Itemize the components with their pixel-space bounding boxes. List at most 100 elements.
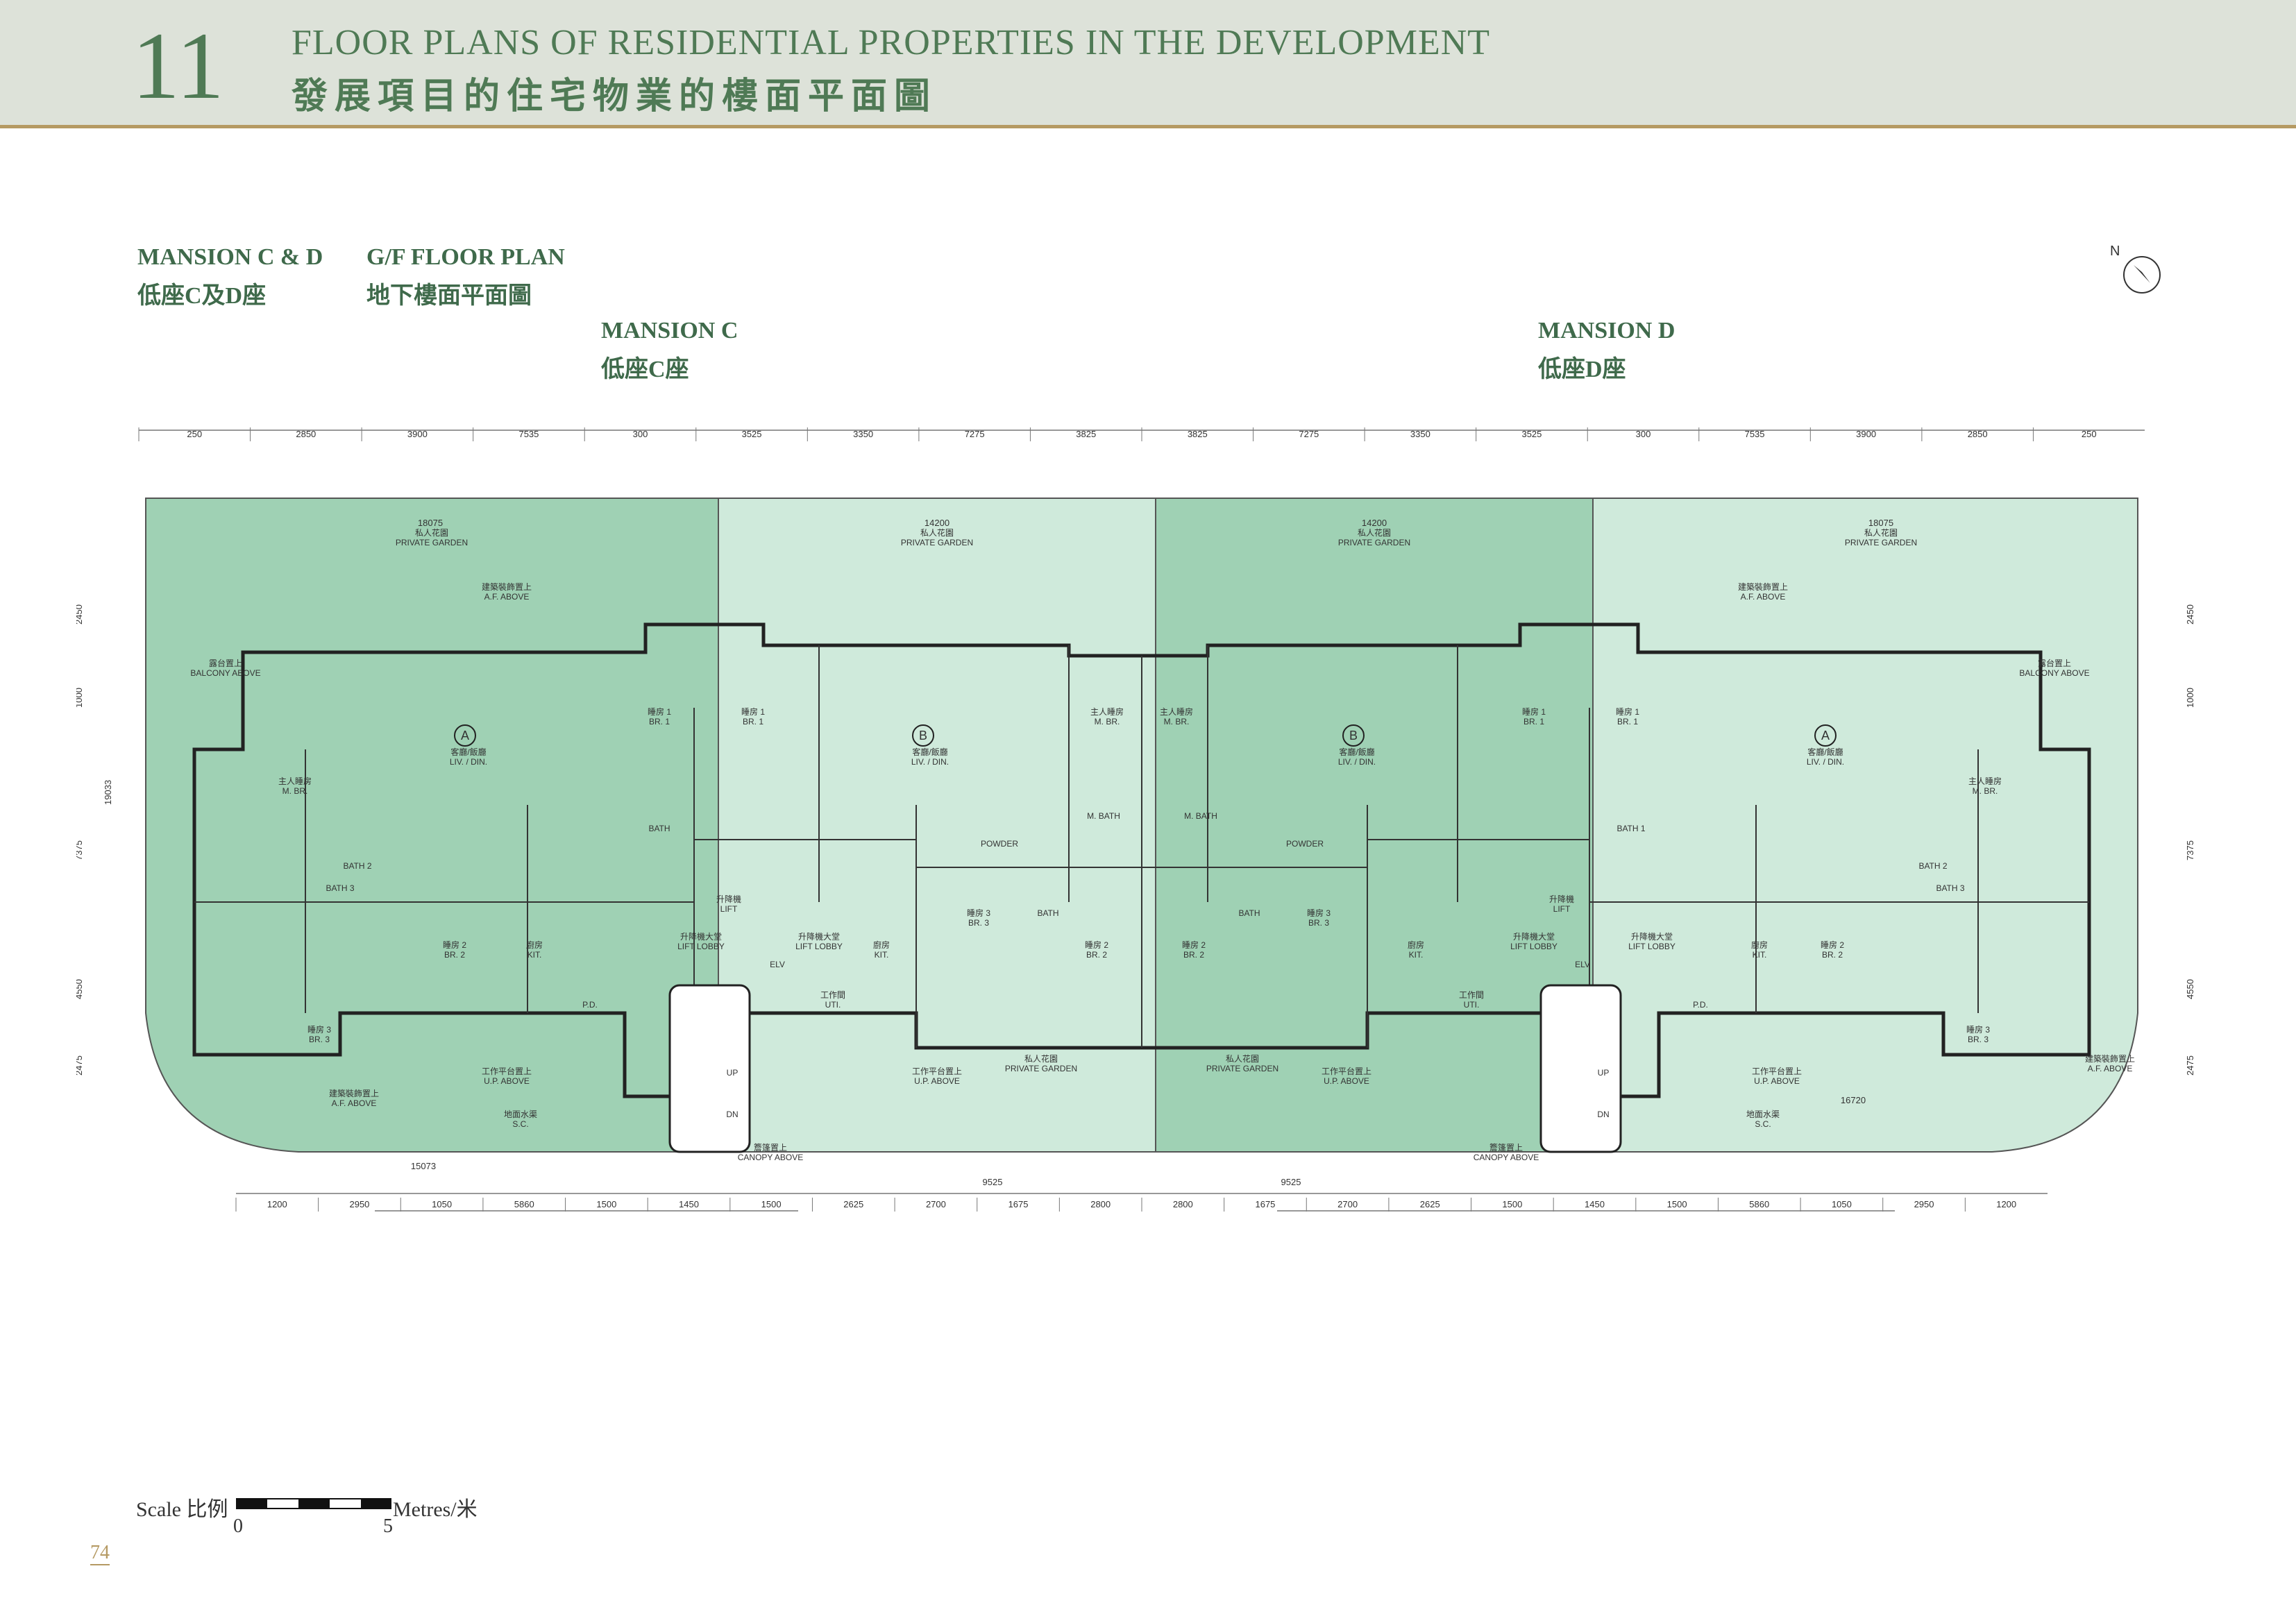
top-dim-12: 3350	[1410, 429, 1430, 439]
stair-dn-c: DN	[726, 1110, 738, 1119]
elv-label-d: ELV	[1575, 960, 1590, 969]
flat-d-b-area	[1155, 498, 1594, 1153]
mbr-label-cb-en: M. BR.	[1095, 717, 1120, 726]
up-label-da-zh: 工作平台置上	[1752, 1066, 1802, 1076]
bottom-dim-15: 2625	[1420, 1199, 1440, 1209]
top-dim-5: 300	[633, 429, 648, 439]
bottom-width-c: 15073	[411, 1161, 436, 1171]
lobby-label-c2-en: LIFT LOBBY	[795, 942, 843, 951]
section-title-zh: 發展項目的住宅物業的樓面平面圖	[292, 77, 938, 117]
flat-letter-circle-4	[1814, 724, 1837, 747]
bottom-dim-11: 2800	[1090, 1199, 1111, 1209]
flat-letter-3: B	[1349, 729, 1358, 742]
br2-label-da-en: BR. 2	[1822, 950, 1843, 960]
section-number: 11	[132, 12, 224, 119]
top-dim-18: 250	[2082, 429, 2097, 439]
lobby-label-c1-en: LIFT LOBBY	[677, 942, 725, 951]
af-label-c2-zh: 建築裝飾置上	[329, 1088, 379, 1098]
bottom-dim-13: 1675	[1255, 1199, 1275, 1209]
br1-label-db-zh: 睡房 1	[1522, 706, 1546, 717]
lift-label-c-zh: 升降機	[716, 894, 741, 904]
flat-letter-1: A	[461, 729, 469, 742]
bottom-dim-17: 1450	[1585, 1199, 1605, 1209]
mbr-label-db-en: M. BR.	[1164, 717, 1190, 726]
left-dim-3: 7375	[76, 840, 84, 860]
bath3-label-ca: BATH 3	[326, 883, 354, 893]
lift-label-c-en: LIFT	[720, 904, 738, 914]
br3-label-db-en: BR. 3	[1308, 918, 1329, 928]
br3-label-ca-zh: 睡房 3	[307, 1024, 331, 1035]
br3-label-cb-en: BR. 3	[968, 918, 989, 928]
balcony-label-c-en: BALCONY ABOVE	[190, 668, 260, 678]
bottom-dim-20: 1050	[1832, 1199, 1852, 1209]
overall-dim: 19033	[103, 780, 113, 805]
mansion-heading-zh: 低座C及D座	[137, 283, 267, 309]
garden-label-6-zh: 私人花園	[1226, 1053, 1259, 1064]
bottom-width-d: 16720	[1841, 1095, 1866, 1105]
mbr-label-da-en: M. BR.	[1973, 786, 1998, 796]
top-dim-14: 300	[1636, 429, 1651, 439]
bottom-dim-18: 1500	[1667, 1199, 1687, 1209]
af-label-d-en: A.F. ABOVE	[1741, 592, 1786, 602]
dim-row2-1: 9525	[983, 1177, 1003, 1187]
balcony-label-d-zh: 露台置上	[2038, 658, 2071, 668]
bath2-label-ca: BATH 2	[343, 861, 371, 871]
side-dimensions: 2450 1000 7375 4550 2475 19033 2450 1000…	[76, 518, 2195, 1187]
bath2-label-da: BATH 2	[1918, 861, 1947, 871]
top-dim-16: 3900	[1856, 429, 1876, 439]
scale-label: Scale 比例	[136, 1498, 228, 1521]
floor-heading-zh: 地下樓面平面圖	[366, 283, 532, 309]
af-label-c2-en: A.F. ABOVE	[332, 1098, 377, 1108]
canopy-label-c-en: CANOPY ABOVE	[738, 1153, 803, 1162]
mansion-c-label-en: MANSION C	[601, 318, 738, 343]
lobby-label-d1-zh: 升降機大堂	[1513, 931, 1555, 942]
af-label-c-zh: 建築裝飾置上	[482, 581, 532, 592]
bottom-dim-21: 2950	[1914, 1199, 1934, 1209]
br1-label-da-en: BR. 1	[1617, 717, 1638, 726]
garden-label-6-en: PRIVATE GARDEN	[1206, 1064, 1278, 1073]
lobby-label-c2-zh: 升降機大堂	[798, 931, 840, 942]
kit-label-da-zh: 廚房	[1751, 940, 1768, 950]
liv-label-cb-en: LIV. / DIN.	[911, 757, 949, 767]
br1-label-db-en: BR. 1	[1523, 717, 1544, 726]
top-dim-8: 7275	[965, 429, 985, 439]
right-dim-3: 7375	[2185, 840, 2195, 860]
scale-unit: Metres/米	[393, 1498, 478, 1521]
garden-width-2: 14200	[925, 518, 949, 528]
mansion-c-label-zh: 低座C座	[601, 357, 689, 382]
flat-c-a-area	[145, 498, 719, 1153]
uti-label-db-zh: 工作間	[1459, 990, 1484, 1000]
liv-label-db-en: LIV. / DIN.	[1338, 757, 1376, 767]
liv-label-db-zh: 客廳/飯廳	[1339, 747, 1374, 757]
uti-label-cb-zh: 工作間	[820, 990, 845, 1000]
stair-up-d: UP	[1598, 1068, 1610, 1078]
left-dim-4: 4550	[76, 979, 84, 999]
garden-label-2-en: PRIVATE GARDEN	[901, 538, 973, 547]
bottom-dim-2: 2950	[349, 1199, 369, 1209]
br1-label-ca-en: BR. 1	[649, 717, 670, 726]
up-label-ca-zh: 工作平台置上	[482, 1066, 532, 1076]
top-dim-15: 7535	[1745, 429, 1765, 439]
powder-label-db: POWDER	[1286, 839, 1324, 849]
bottom-dim-14: 2700	[1337, 1199, 1358, 1209]
garden-label-3-en: PRIVATE GARDEN	[1338, 538, 1410, 547]
br2-label-ca-en: BR. 2	[444, 950, 465, 960]
scale-five: 5	[383, 1515, 393, 1537]
right-dim-1: 2450	[2185, 604, 2195, 624]
top-dim-13: 3525	[1521, 429, 1542, 439]
canopy-label-d-en: CANOPY ABOVE	[1474, 1153, 1539, 1162]
bottom-dim-3: 1050	[432, 1199, 452, 1209]
kit-label-da-en: KIT.	[1753, 950, 1767, 960]
top-dim-9: 3825	[1076, 429, 1096, 439]
flat-letter-circle-1	[454, 724, 476, 747]
br1-label-cb-en: BR. 1	[743, 717, 763, 726]
af-label-d2-zh: 建築裝飾置上	[2085, 1053, 2135, 1064]
top-dim-4: 7535	[518, 429, 539, 439]
bottom-dim-9: 2700	[926, 1199, 946, 1209]
balcony-label-d-en: BALCONY ABOVE	[2019, 668, 2089, 678]
br2-label-db-en: BR. 2	[1183, 950, 1204, 960]
up-label-da-en: U.P. ABOVE	[1754, 1076, 1800, 1086]
kit-label-db-en: KIT.	[1409, 950, 1424, 960]
flat-letter-2: B	[919, 729, 927, 742]
